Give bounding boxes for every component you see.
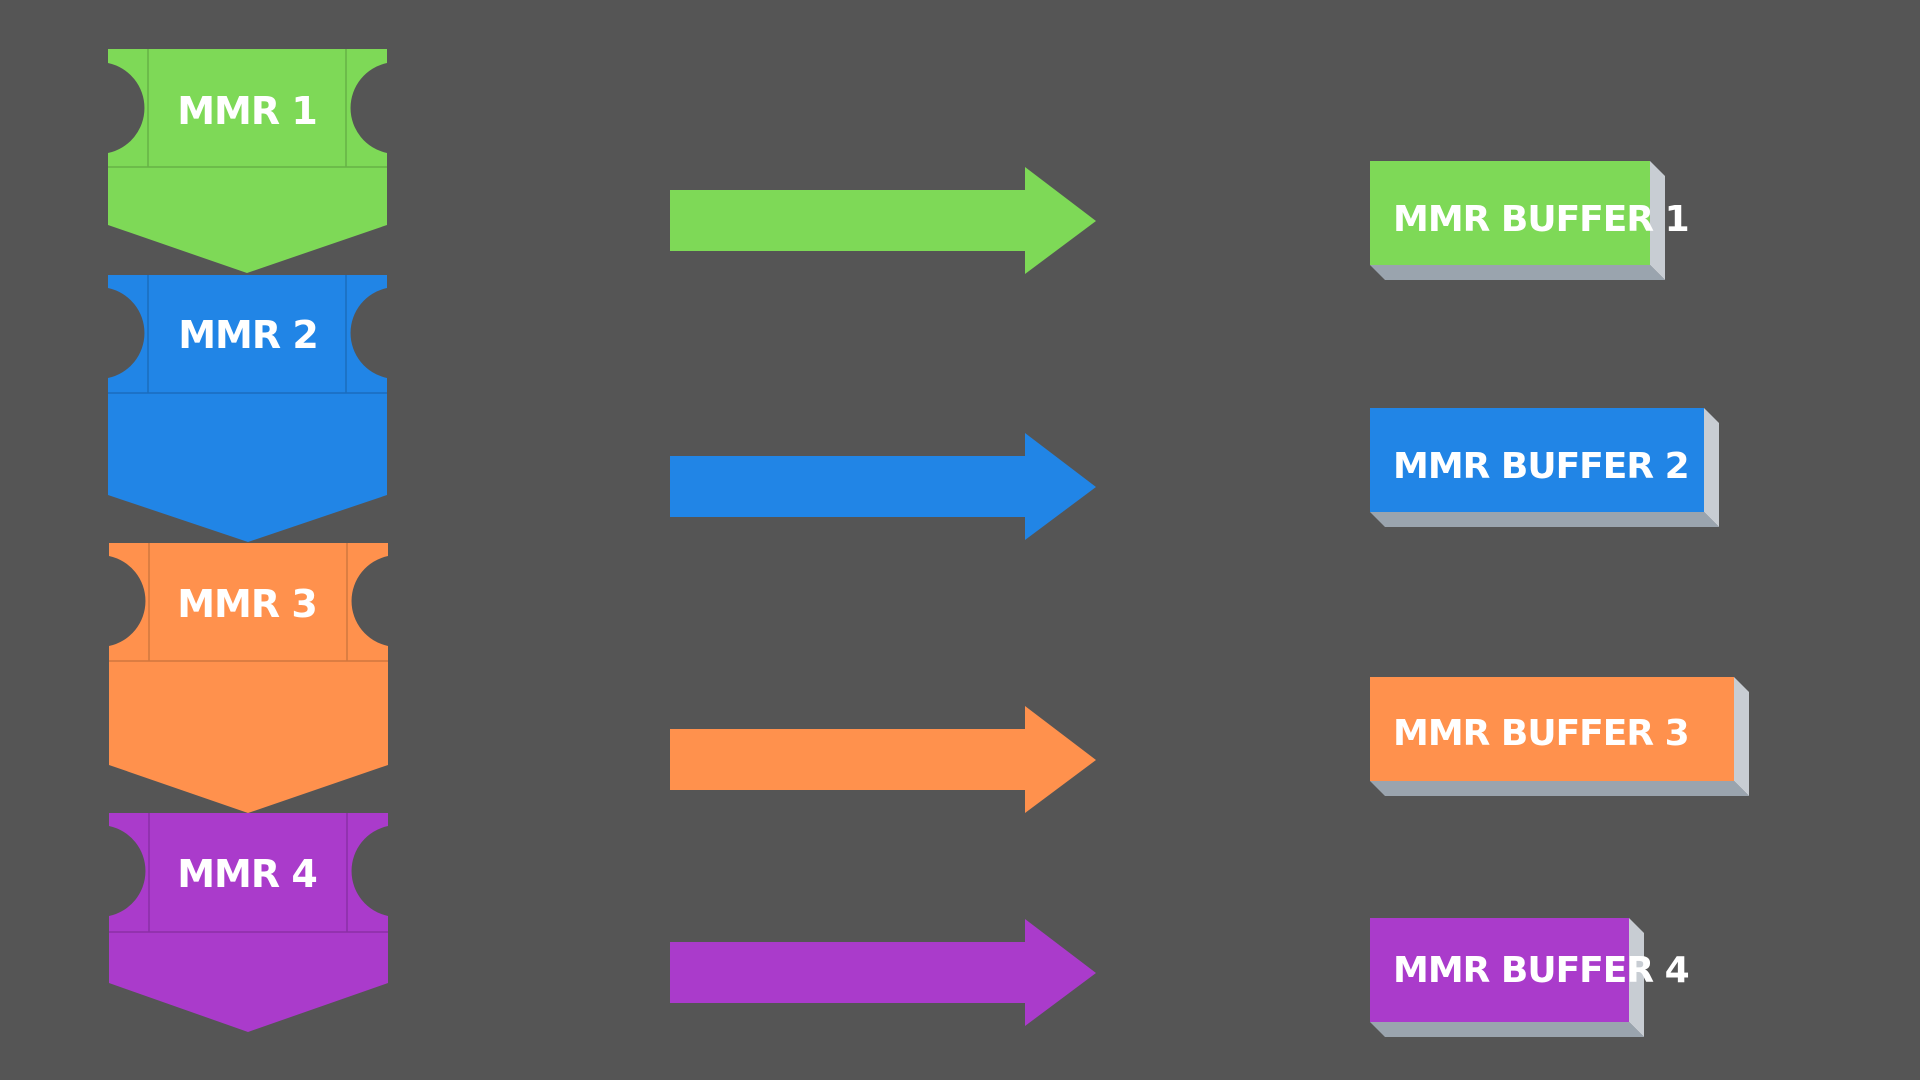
buffer-label: MMR BUFFER 4 <box>1393 950 1689 991</box>
buffer-label: MMR BUFFER 2 <box>1393 446 1689 487</box>
buffer-side-face <box>1704 408 1719 527</box>
mmr-buffer-2: MMR BUFFER 2 <box>1370 408 1719 527</box>
buffer-bottom-face <box>1370 512 1719 527</box>
buffer-bottom-face <box>1370 781 1749 796</box>
buffer-side-face <box>1629 918 1644 1037</box>
buffer-front-face <box>1370 161 1650 265</box>
right-arrow-icon <box>670 433 1096 540</box>
buffer-front-face <box>1370 918 1629 1022</box>
mmr-label: MMR 1 <box>177 89 317 133</box>
mmr-stage-4: MMR 4 <box>109 813 388 1032</box>
right-arrow-icon <box>670 706 1096 813</box>
buffer-side-face <box>1650 161 1665 280</box>
buffer-bottom-face <box>1370 1022 1644 1037</box>
mmr-label: MMR 3 <box>177 582 317 626</box>
buffer-bottom-face <box>1370 265 1665 280</box>
buffer-side-face <box>1734 677 1749 796</box>
buffer-label: MMR BUFFER 1 <box>1393 199 1689 240</box>
ticket-chevron-icon <box>108 275 387 542</box>
mmr-buffer-4: MMR BUFFER 4 <box>1370 918 1690 1037</box>
buffer-front-face <box>1370 677 1734 781</box>
right-arrow-icon <box>670 919 1096 1026</box>
buffer-front-face <box>1370 408 1704 512</box>
mmr-label: MMR 4 <box>177 852 317 896</box>
mmr-stage-3: MMR 3 <box>109 543 388 813</box>
mmr-stage-2: MMR 2 <box>108 275 387 542</box>
mmr-label: MMR 2 <box>178 313 318 357</box>
mmr-stage-1: MMR 1 <box>108 49 387 273</box>
mmr-buffer-1: MMR BUFFER 1 <box>1370 161 1690 280</box>
mmr-buffer-3: MMR BUFFER 3 <box>1370 677 1749 796</box>
ticket-chevron-icon <box>109 543 388 813</box>
buffer-label: MMR BUFFER 3 <box>1393 713 1689 754</box>
right-arrow-icon <box>670 167 1096 274</box>
ticket-chevron-icon <box>108 49 387 273</box>
ticket-chevron-icon <box>109 813 388 1032</box>
